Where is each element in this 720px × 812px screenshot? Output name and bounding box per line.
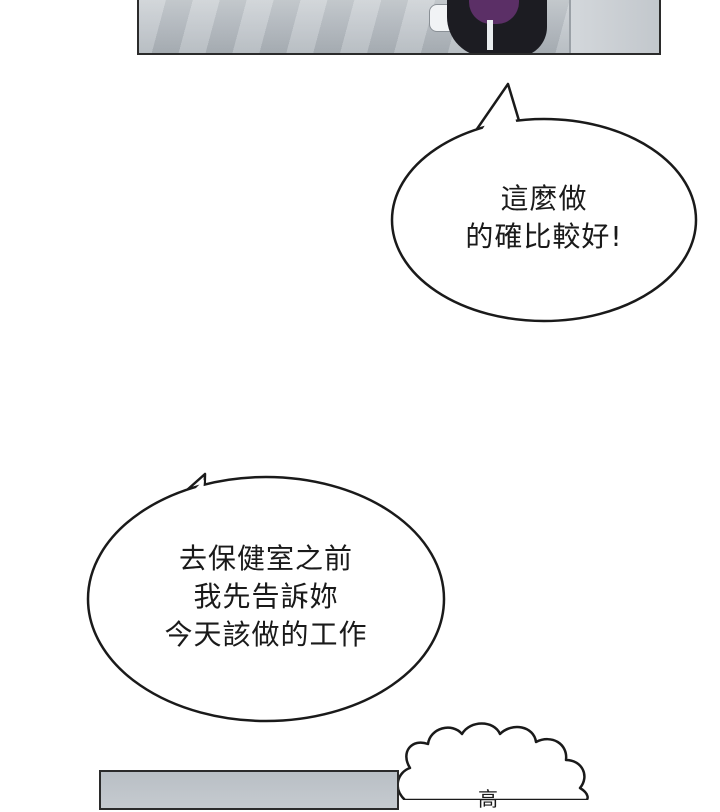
bubble-line: 去保健室之前: [178, 542, 353, 575]
top-comic-panel: [137, 0, 661, 55]
character-strap: [487, 20, 493, 50]
thought-cloud: [396, 722, 589, 800]
speech-bubble-1: [390, 82, 698, 323]
thought-cloud-text: 高: [478, 787, 498, 811]
bubble-line: 這麼做: [500, 182, 588, 215]
bubble-line: 的確比較好!: [465, 220, 623, 253]
bottom-comic-panel: [99, 770, 399, 810]
bubble-line: 今天該做的工作: [164, 618, 368, 651]
speech-bubble-2: [86, 472, 446, 723]
hallway-door: [569, 0, 659, 53]
speech-bubble-2-text: 去保健室之前 我先告訴妳 今天該做的工作: [146, 540, 386, 654]
bubble-line: 我先告訴妳: [193, 580, 339, 613]
speech-bubble-1-text: 這麼做 的確比較好!: [444, 180, 644, 256]
